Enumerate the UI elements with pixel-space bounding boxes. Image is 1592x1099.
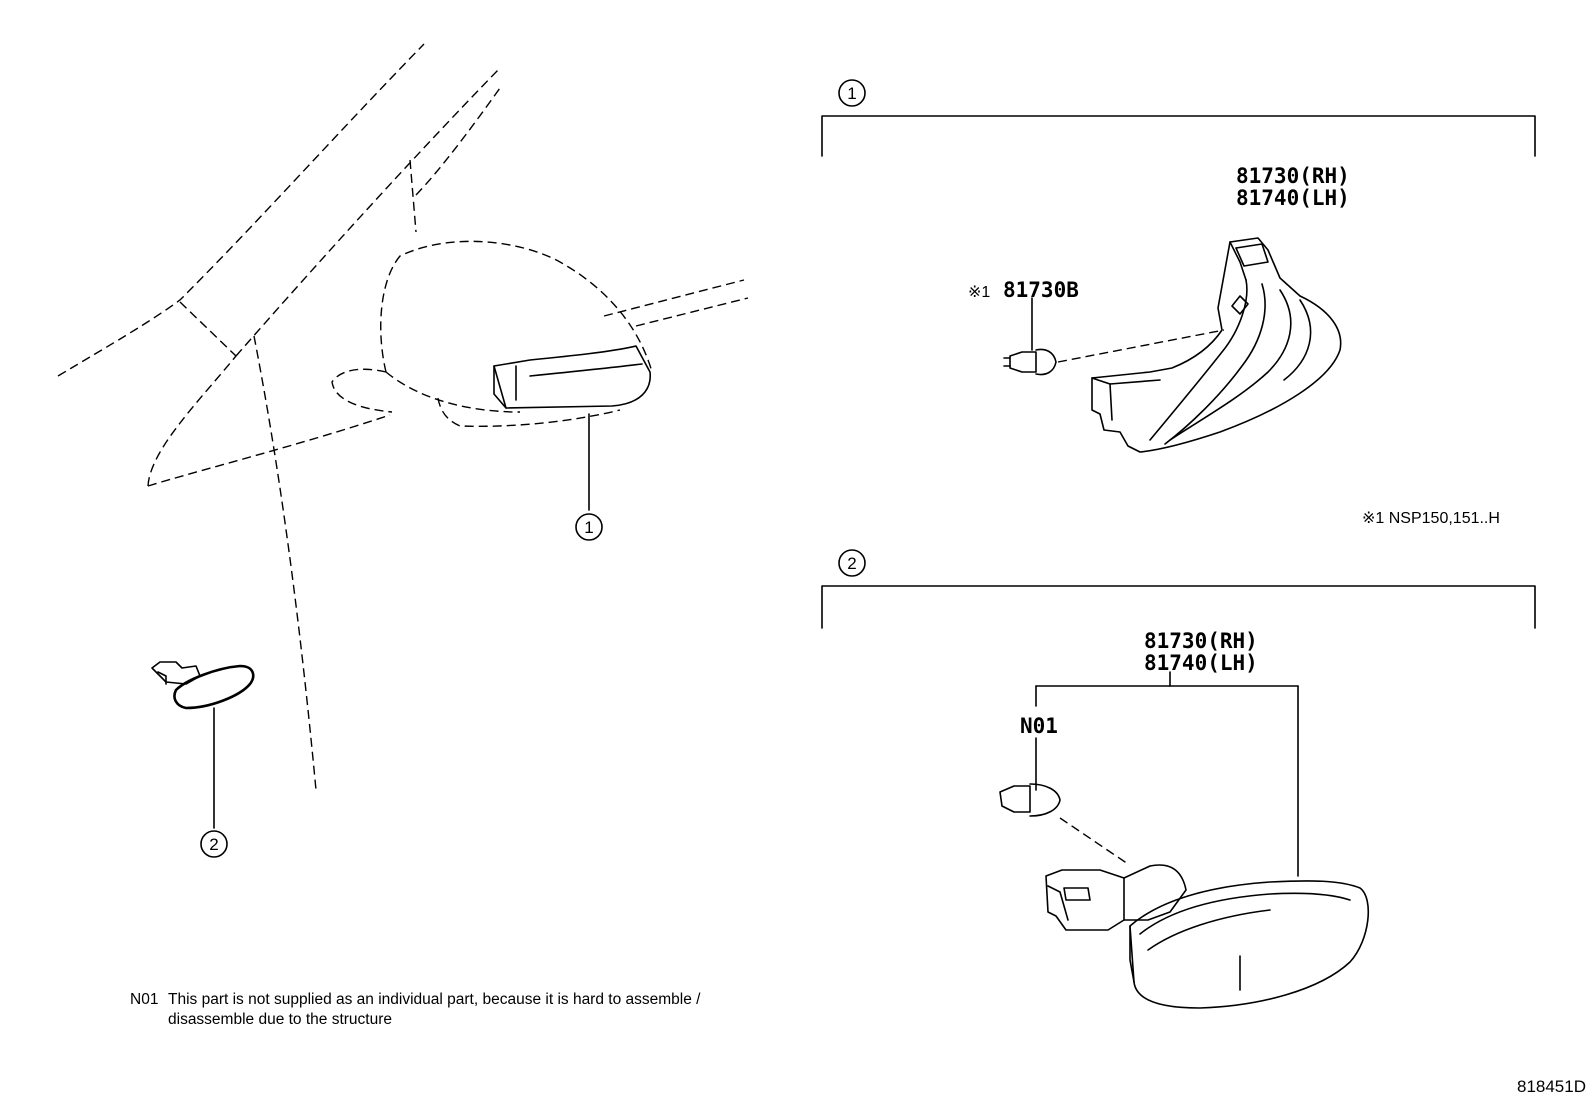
group2-header xyxy=(821,549,1536,629)
group1-footnote: ※1 NSP150,151..H xyxy=(1362,510,1500,527)
group1-callout-label: 1 xyxy=(847,84,856,103)
leader-callout-2-left xyxy=(200,707,228,858)
side-marker-lamp-small xyxy=(151,661,255,710)
callout-1-label: 1 xyxy=(584,518,593,537)
wedge-bulb-81730B xyxy=(1003,297,1225,376)
mirror-turn-signal-lamp xyxy=(1091,237,1342,453)
group2-callout-label: 2 xyxy=(847,554,856,573)
vehicle-body-outline xyxy=(57,43,749,791)
diagram-id: 818451D xyxy=(1517,1077,1586,1096)
group1-header xyxy=(821,79,1536,157)
leader-callout-1 xyxy=(575,413,603,541)
bulb-part-number: 81730B xyxy=(1003,278,1079,302)
group1-part-rh: 81730(RH) xyxy=(1236,164,1350,188)
side-mirror xyxy=(331,240,653,427)
bulb-code-n01: N01 xyxy=(1020,714,1058,738)
group2-part-rh: 81730(RH) xyxy=(1144,629,1258,653)
note-line-1: This part is not supplied as an individu… xyxy=(168,991,701,1008)
wedge-bulb-N01 xyxy=(999,783,1129,865)
callout-2-label-left: 2 xyxy=(209,835,218,854)
bulb-note-mark: ※1 xyxy=(968,284,990,301)
group2-part-lh: 81740(LH) xyxy=(1144,651,1258,675)
group1-part-lh: 81740(LH) xyxy=(1236,186,1350,210)
side-turn-signal-lamp xyxy=(1045,864,1370,1009)
note-code: N01 xyxy=(130,991,158,1008)
note-line-2: disassemble due to the structure xyxy=(168,1011,392,1028)
group2-bracket xyxy=(1035,671,1299,877)
